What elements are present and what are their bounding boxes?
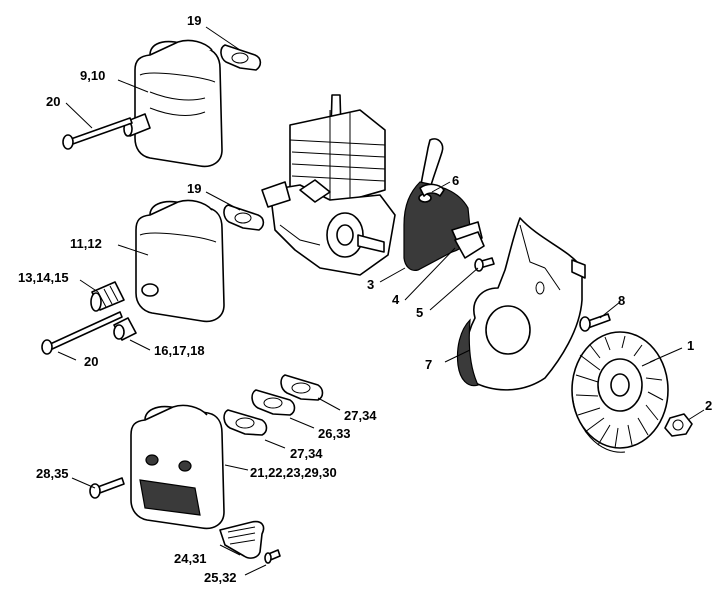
nut-2 (664, 413, 693, 437)
plate-5 (454, 231, 485, 259)
callout-13-14-15: 13,14,15 (18, 270, 69, 285)
callout-28-35: 28,35 (36, 466, 69, 481)
fan-housing (456, 217, 586, 391)
callout-4: 4 (392, 292, 400, 307)
gasket-27-34-upper (280, 374, 324, 401)
callout-19-middle: 19 (187, 181, 201, 196)
flywheel (571, 331, 669, 453)
callout-3: 3 (367, 277, 374, 292)
callout-24-31: 24,31 (174, 551, 207, 566)
callout-27-34-upper: 27,34 (344, 408, 377, 423)
callout-9-10: 9,10 (80, 68, 105, 83)
callout-16-17-18: 16,17,18 (154, 343, 205, 358)
callout-19-top: 19 (187, 13, 201, 28)
muffler-middle (135, 199, 225, 323)
gasket-19-top (220, 44, 262, 71)
callout-6: 6 (452, 173, 459, 188)
clip-6 (419, 183, 445, 197)
screw-25-32 (264, 549, 281, 564)
muffler-top (123, 39, 223, 168)
screw-8 (579, 313, 611, 332)
bolt-20-top (62, 117, 133, 150)
screen-13-15 (90, 281, 125, 312)
gasket-27-34-lower (223, 409, 268, 436)
callout-5: 5 (416, 305, 423, 320)
callout-20-top: 20 (46, 94, 60, 109)
gasket-26-33 (251, 389, 296, 416)
callout-8: 8 (618, 293, 625, 308)
callout-7: 7 (425, 357, 432, 372)
fitting-16-18 (113, 317, 137, 341)
leader-lines (57, 26, 705, 576)
muffler-bottom (130, 404, 225, 530)
callout-26-33: 26,33 (318, 426, 351, 441)
gasket-19-middle (223, 204, 265, 231)
engine-cylinder (261, 94, 396, 276)
callout-labels: 19 9,10 20 19 11,12 13,14,15 20 16,17,18… (18, 13, 712, 585)
callout-1: 1 (687, 338, 694, 353)
screw-4 (474, 257, 495, 272)
callout-25-32: 25,32 (204, 570, 237, 585)
callout-27-34-lower: 27,34 (290, 446, 323, 461)
callout-20-middle: 20 (84, 354, 98, 369)
callout-11-12: 11,12 (70, 236, 102, 251)
spark-screen-24-31 (219, 520, 265, 559)
bolt-20-middle (41, 311, 123, 355)
bolt-28-35 (89, 477, 125, 499)
callout-21-22-23-29-30: 21,22,23,29,30 (250, 465, 337, 480)
callout-2: 2 (705, 398, 712, 413)
